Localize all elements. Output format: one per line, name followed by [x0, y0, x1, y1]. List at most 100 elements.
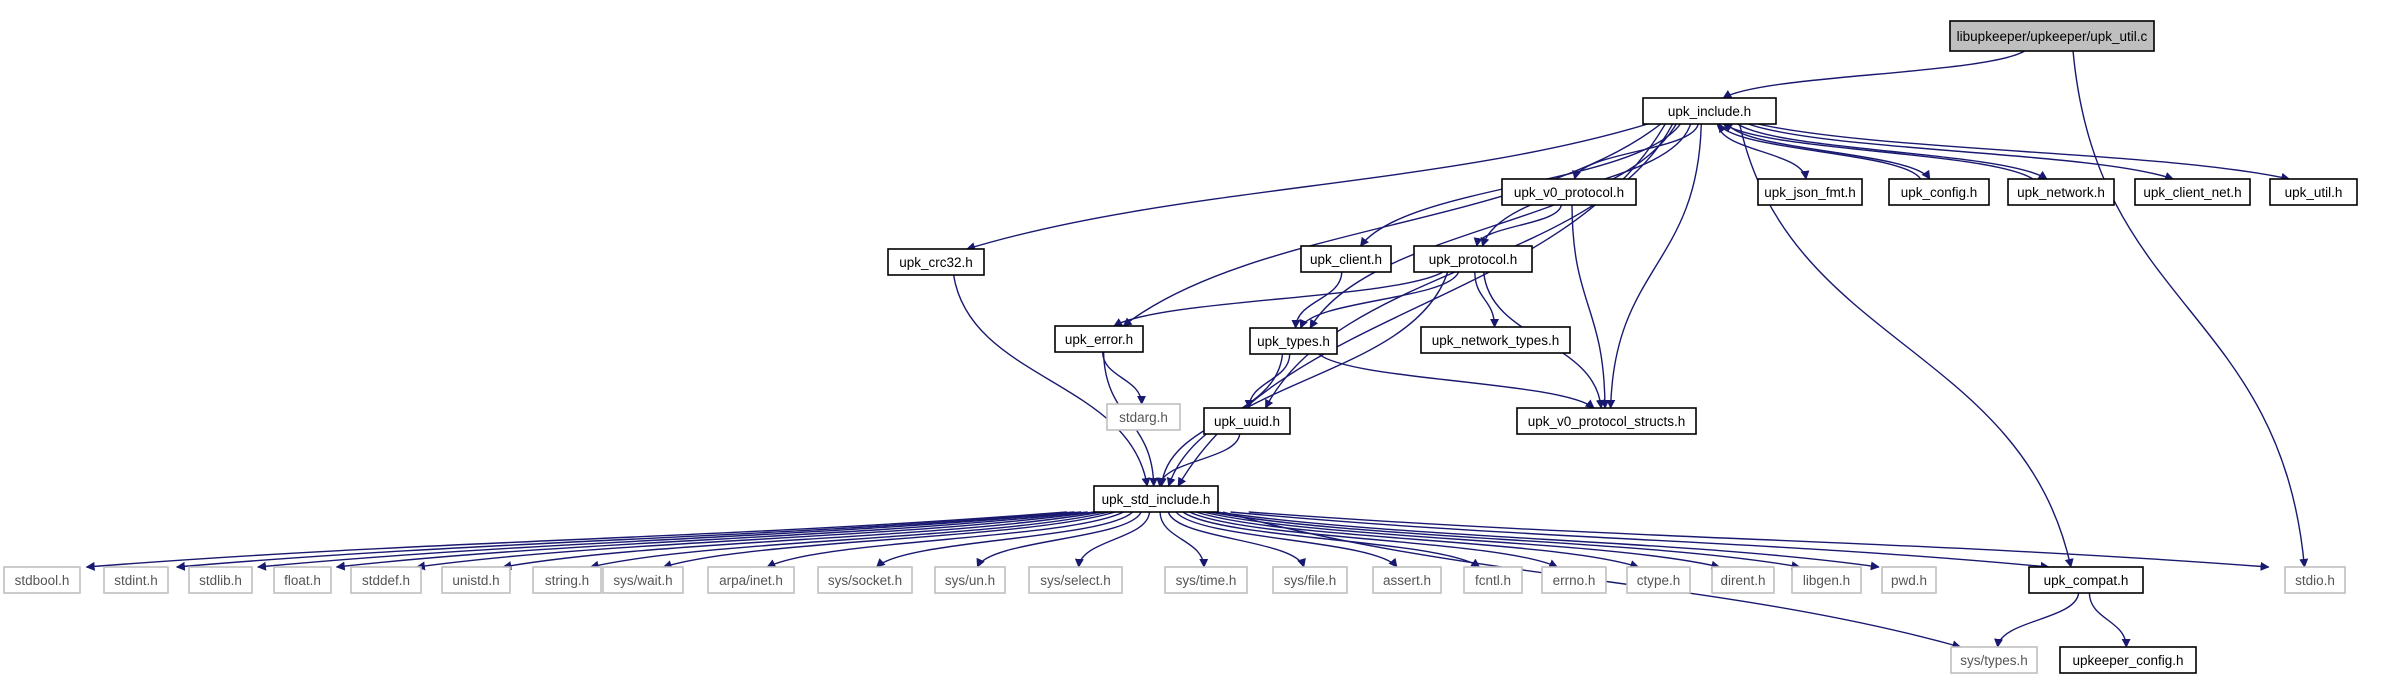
node-arpainet: arpa/inet.h	[707, 566, 795, 594]
node-config[interactable]: upk_config.h	[1888, 178, 1990, 206]
edge-types-to-v0structs	[1318, 353, 1595, 409]
node-syswait: sys/wait.h	[602, 566, 684, 594]
node-systime: sys/time.h	[1164, 566, 1248, 594]
node-stddef-label: stddef.h	[362, 573, 410, 588]
node-compat[interactable]: upk_compat.h	[2028, 566, 2144, 594]
node-network-box	[2007, 178, 2115, 206]
node-pwd-box	[1881, 566, 1937, 594]
node-sysfile: sys/file.h	[1272, 566, 1348, 594]
node-assert-box	[1372, 566, 1442, 594]
node-v0proto[interactable]: upk_v0_protocol.h	[1501, 178, 1637, 206]
edge-stdinc-to-sysselect	[1074, 511, 1151, 568]
node-arpainet-label: arpa/inet.h	[719, 573, 783, 588]
node-syswait-label: sys/wait.h	[613, 573, 672, 588]
edge-stdinc-to-ctype	[1195, 511, 1640, 569]
node-error[interactable]: upk_error.h	[1054, 325, 1144, 353]
node-v0structs-label: upk_v0_protocol_structs.h	[1528, 414, 1686, 429]
edge-inc-to-network	[1737, 123, 2048, 180]
edge-stdinc-to-assert	[1175, 511, 1398, 568]
node-stdbool-box	[3, 566, 81, 594]
node-types-label: upk_types.h	[1257, 334, 1330, 349]
node-fcntl-label: fcntl.h	[1475, 573, 1511, 588]
edge-inc-to-config	[1727, 123, 1931, 180]
edge-error-to-stdarg	[1101, 351, 1146, 405]
node-string-label: string.h	[545, 573, 589, 588]
node-v0proto-box	[1501, 178, 1637, 206]
node-sysselect-label: sys/select.h	[1040, 573, 1111, 588]
edge-stdinc-to-sysun	[976, 511, 1142, 568]
node-libgen: libgen.h	[1791, 566, 1862, 594]
node-inc[interactable]: upk_include.h	[1642, 97, 1777, 125]
node-stdbool-label: stdbool.h	[15, 573, 70, 588]
node-proto-label: upk_protocol.h	[1429, 252, 1518, 267]
node-util-box	[2269, 178, 2358, 206]
node-systypes: sys/types.h	[1950, 646, 2038, 674]
node-sysun: sys/un.h	[934, 566, 1006, 594]
node-float-label: float.h	[284, 573, 321, 588]
node-network[interactable]: upk_network.h	[2007, 178, 2115, 206]
node-ctype-box	[1626, 566, 1691, 594]
node-stdarg-label: stdarg.h	[1119, 410, 1168, 425]
node-stdlib-label: stdlib.h	[199, 573, 242, 588]
node-proto[interactable]: upk_protocol.h	[1413, 245, 1533, 273]
node-crc32[interactable]: upk_crc32.h	[887, 248, 985, 276]
edge-v0proto-to-proto	[1473, 204, 1563, 247]
edge-layer	[85, 50, 2309, 650]
node-stdint-label: stdint.h	[114, 573, 158, 588]
node-upkcfg[interactable]: upkeeper_config.h	[2059, 646, 2197, 674]
edge-inc-to-compat	[1738, 123, 2074, 568]
node-errno-label: errno.h	[1553, 573, 1596, 588]
node-string-box	[532, 566, 602, 594]
edge-inc-to-crc32	[966, 123, 1648, 251]
edge-stdinc-to-errno	[1189, 511, 1559, 568]
node-assert: assert.h	[1372, 566, 1442, 594]
node-nettypes-label: upk_network_types.h	[1432, 333, 1560, 348]
node-systypes-box	[1950, 646, 2038, 674]
edge-inc-to-v0proto	[1572, 123, 1699, 180]
node-proto-box	[1413, 245, 1533, 273]
node-stddef: stddef.h	[350, 566, 422, 594]
node-stdinc[interactable]: upk_std_include.h	[1093, 485, 1219, 513]
node-syssocket-box	[817, 566, 913, 594]
node-syssocket: sys/socket.h	[817, 566, 913, 594]
edge-root-to-inc	[1722, 50, 2025, 99]
node-v0proto-label: upk_v0_protocol.h	[1514, 185, 1624, 200]
node-uuid[interactable]: upk_uuid.h	[1203, 407, 1291, 435]
node-config-box	[1888, 178, 1990, 206]
node-stdarg: stdarg.h	[1106, 403, 1181, 431]
node-util-label: upk_util.h	[2285, 185, 2343, 200]
edge-stdinc-to-syswait	[662, 511, 1116, 569]
edge-root-to-stdio	[2072, 50, 2309, 568]
node-systypes-label: sys/types.h	[1960, 653, 2028, 668]
node-errno-box	[1541, 566, 1607, 594]
node-ctype: ctype.h	[1626, 566, 1691, 594]
node-sysselect: sys/select.h	[1028, 566, 1123, 594]
edge-stdinc-to-stdlib	[257, 511, 1082, 571]
node-types[interactable]: upk_types.h	[1249, 327, 1338, 355]
node-root[interactable]: libupkeeper/upkeeper/upk_util.c	[1949, 20, 2155, 52]
edge-stdinc-to-stdint	[175, 511, 1075, 571]
node-v0structs[interactable]: upk_v0_protocol_structs.h	[1516, 407, 1697, 435]
node-util[interactable]: upk_util.h	[2269, 178, 2358, 206]
node-types-box	[1249, 327, 1338, 355]
node-string: string.h	[532, 566, 602, 594]
node-v0structs-box	[1516, 407, 1697, 435]
node-nettypes[interactable]: upk_network_types.h	[1420, 326, 1571, 354]
node-client[interactable]: upk_client.h	[1300, 245, 1392, 273]
node-error-label: upk_error.h	[1065, 332, 1133, 347]
node-stdio-label: stdio.h	[2295, 573, 2335, 588]
node-clientnet[interactable]: upk_client_net.h	[2134, 178, 2251, 206]
node-inc-label: upk_include.h	[1668, 104, 1751, 119]
edge-client-to-types	[1291, 271, 1343, 329]
edge-inc-to-v0structs	[1606, 123, 1702, 409]
node-network-label: upk_network.h	[2017, 185, 2105, 200]
edge-compat-to-systypes	[1994, 592, 2080, 648]
node-syssocket-label: sys/socket.h	[828, 573, 902, 588]
node-stdbool: stdbool.h	[3, 566, 81, 594]
node-client-label: upk_client.h	[1310, 252, 1382, 267]
node-sysfile-label: sys/file.h	[1284, 573, 1337, 588]
node-pwd-label: pwd.h	[1891, 573, 1927, 588]
node-uuid-label: upk_uuid.h	[1214, 414, 1280, 429]
node-json[interactable]: upk_json_fmt.h	[1757, 178, 1863, 206]
